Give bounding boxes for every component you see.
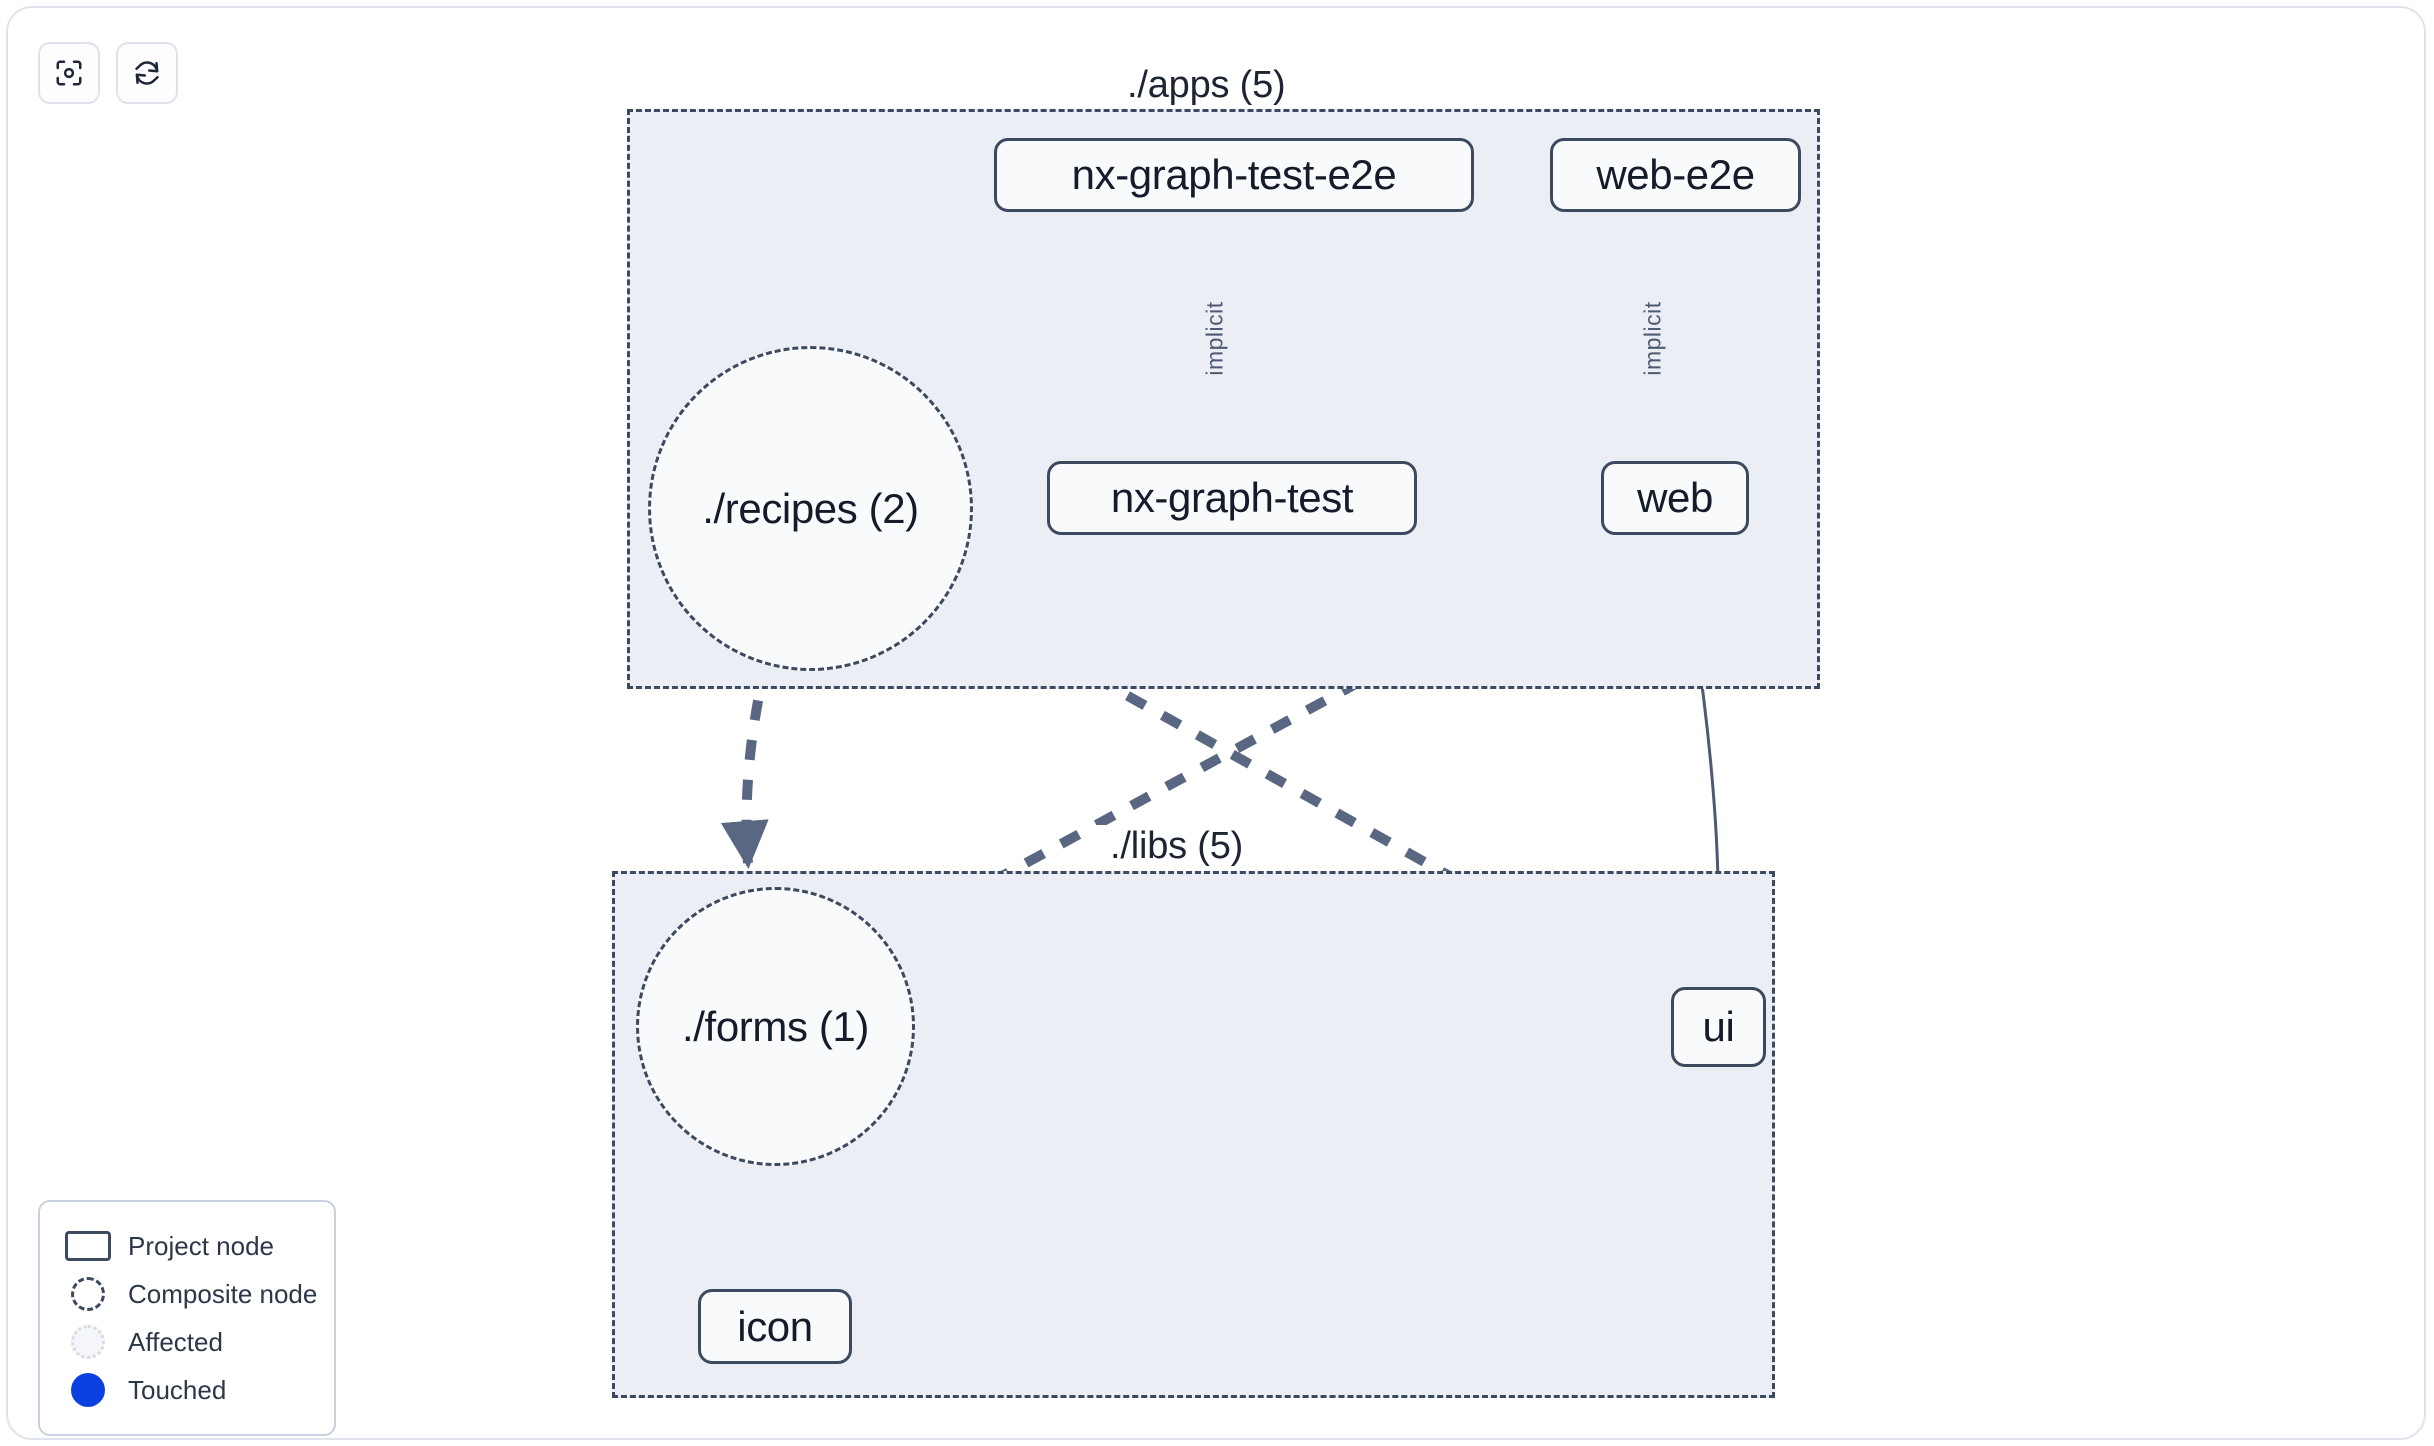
node-nx-graph-test-e2e[interactable]: nx-graph-test-e2e [994,138,1474,212]
focus-target-icon [54,58,84,88]
node-nx-graph-test[interactable]: nx-graph-test [1047,461,1417,535]
node-forms[interactable]: ./forms (1) [636,887,915,1166]
legend-label-affected: Affected [128,1326,223,1357]
touched-swatch [62,1373,114,1407]
edge-label-implicit-web: implicit [1639,301,1666,376]
edge-label-implicit-nx-graph-test: implicit [1201,301,1228,376]
node-ui[interactable]: ui [1671,987,1766,1067]
legend-item-composite-node: Composite node [62,1270,317,1318]
project-graph[interactable]: ./apps (5) ./libs (5) nx-graph-test-e2e … [8,8,2424,1438]
legend-item-touched: Touched [62,1366,312,1414]
graph-toolbar [38,42,178,104]
node-recipes[interactable]: ./recipes (2) [648,346,973,671]
graph-legend: Project node Composite node Affected Tou… [38,1200,336,1436]
legend-item-project-node: Project node [62,1222,312,1270]
graph-viewport: ./apps (5) ./libs (5) nx-graph-test-e2e … [6,6,2426,1440]
refresh-graph-button[interactable] [116,42,178,104]
legend-item-affected: Affected [62,1318,312,1366]
affected-swatch [62,1325,114,1359]
legend-label-composite-node: Composite node [128,1278,318,1309]
refresh-icon [132,58,162,88]
project-node-swatch [62,1231,114,1261]
node-web[interactable]: web [1601,461,1749,535]
focus-graph-button[interactable] [38,42,100,104]
group-apps-label: ./apps (5) [1113,64,1300,107]
composite-node-swatch [62,1277,114,1311]
node-icon[interactable]: icon [698,1289,852,1364]
legend-label-touched: Touched [128,1374,227,1405]
group-libs-label: ./libs (5) [1096,825,1258,868]
legend-label-project-node: Project node [128,1230,274,1261]
edge-recipes-to-forms [720,621,783,869]
node-web-e2e[interactable]: web-e2e [1550,138,1801,212]
